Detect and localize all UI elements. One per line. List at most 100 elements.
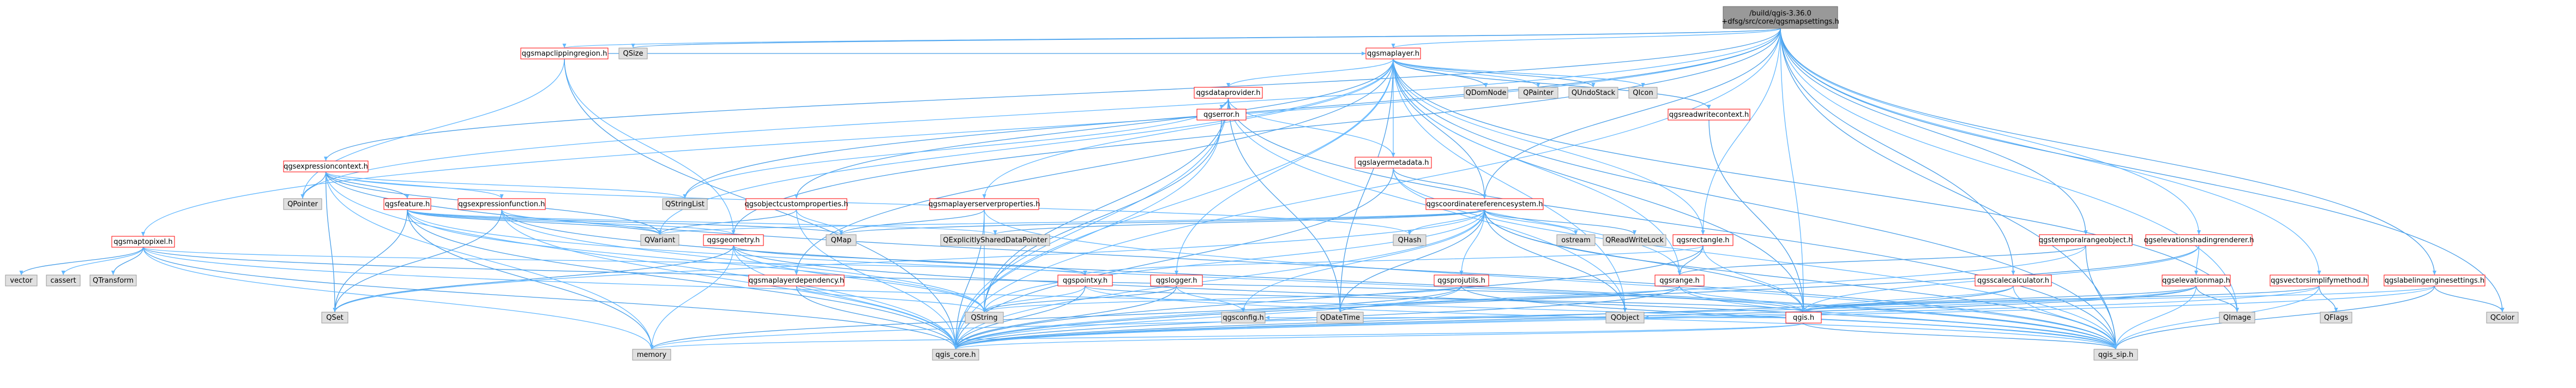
edge-qgsexpressioncontext-to-qstringlist — [325, 171, 687, 199]
node-box-qgsconfig — [1221, 312, 1266, 324]
node-qgsrange[interactable]: qgsrange.h — [1654, 274, 1705, 286]
node-qgsmaplayerdependency[interactable]: qgsmaplayerdependency.h — [748, 274, 845, 286]
node-label-qgsscalecalculator: qgsscalecalculator.h — [1977, 277, 2049, 285]
node-qgscoordinatereferencesystem[interactable]: qgscoordinatereferencesystem.h — [1425, 198, 1544, 210]
edge-qgsexpressioncontext-to-qgis_core — [325, 171, 958, 350]
edge-qgscoordinatereferencesystem-to-ostream — [1484, 209, 1578, 235]
edge-qgs-to-qgis_sip — [1803, 323, 2118, 350]
node-qgsreadwritecontext[interactable]: qgsreadwritecontext.h — [1668, 109, 1750, 121]
node-qgis_sip: qgis_sip.h — [2093, 349, 2138, 361]
node-qgsexpressionfunction[interactable]: qgsexpressionfunction.h — [458, 198, 546, 210]
node-qgslogger[interactable]: qgslogger.h — [1150, 274, 1203, 286]
edge-qgsrange-to-qgis_sip — [1679, 285, 2118, 350]
edge-qgscoordinatereferencesystem-to-qexplicitlyshareddatapointer — [993, 209, 1485, 235]
edge-qgsfeature-to-qgis_sip — [407, 209, 2118, 350]
node-root[interactable]: /build/qgis-3.36.0+dfsg/src/core/qgsmaps… — [1722, 6, 1839, 29]
node-box-memory — [632, 349, 671, 361]
node-label-qgsrectangle: qgsrectangle.h — [1676, 236, 1729, 244]
edge-qgsscalecalculator-to-qgs — [1801, 285, 2014, 313]
node-qgsvectorsimplifymethod[interactable]: qgsvectorsimplifymethod.h — [2270, 274, 2369, 286]
edge-qgslabelingenginesettings-to-qgs — [1802, 285, 2435, 313]
node-qmap: QMap — [826, 234, 857, 246]
node-qgsprojutils[interactable]: qgsprojutils.h — [1434, 274, 1489, 286]
edge-qgsexpressionfunction-to-qgis_sip — [501, 209, 2118, 350]
node-qgselevationmap[interactable]: qgselevationmap.h — [2162, 274, 2231, 286]
edge-qgsmaplayer-to-qimage — [1393, 58, 2240, 313]
node-qgsmapclippingregion[interactable]: qgsmapclippingregion.h — [520, 47, 609, 59]
node-box-qgsvectorsimplifymethod — [2270, 274, 2369, 286]
edge-qgserror-to-qstring — [982, 120, 1222, 313]
node-qgspointxy[interactable]: qgspointxy.h — [1057, 274, 1113, 286]
edge-qgsprojutils-to-memory — [649, 285, 1462, 350]
node-qgstemporalrangeobject[interactable]: qgstemporalrangeobject.h — [2039, 234, 2133, 246]
node-qgsmaptopixel[interactable]: qgsmaptopixel.h — [111, 236, 175, 248]
node-label-root-1: +dfsg/src/core/qgsmapsettings.h — [1722, 18, 1839, 26]
node-qgselevationshadingrenderer[interactable]: qgselevationshadingrenderer.h — [2144, 234, 2254, 246]
node-qgslayermetadata[interactable]: qgslayermetadata.h — [1355, 157, 1432, 169]
edge-qgserror-to-qgis_core — [953, 120, 1222, 350]
node-qgsmaplayer[interactable]: qgsmaplayer.h — [1365, 47, 1421, 59]
edge-root-to-qgsgeometry — [731, 28, 1781, 235]
node-qgserror[interactable]: qgserror.h — [1196, 109, 1247, 121]
node-label-qgselevationshadingrenderer: qgselevationshadingrenderer.h — [2144, 236, 2254, 244]
edge-qgsexpressionfunction-to-qgis_core — [501, 209, 958, 350]
node-qgsgeometry[interactable]: qgsgeometry.h — [703, 234, 764, 246]
node-qgsscalecalculator[interactable]: qgsscalecalculator.h — [1975, 274, 2052, 286]
node-qgslabelingenginesettings[interactable]: qgslabelingenginesettings.h — [2384, 274, 2485, 286]
node-box-qgsreadwritecontext — [1668, 109, 1750, 121]
edge-qgselevationmap-to-qgis_sip — [2114, 285, 2197, 350]
edge-qgsrectangle-to-qgis_core — [953, 245, 1704, 350]
node-qobject: QObject — [1605, 312, 1645, 324]
node-box-qgs — [1785, 312, 1822, 324]
node-qgsrectangle[interactable]: qgsrectangle.h — [1672, 234, 1734, 246]
node-label-qsize: QSize — [623, 50, 643, 58]
node-qstring: QString — [965, 312, 1004, 324]
node-label-qgsreadwritecontext: qgsreadwritecontext.h — [1669, 111, 1749, 119]
edge-qgsmaplayer-to-qgsmaplayerserverproperties — [982, 58, 1394, 199]
node-box-qgslogger — [1150, 274, 1203, 286]
edge-qgsexpressioncontext-to-qpointer — [300, 171, 327, 199]
edge-qgsscalecalculator-to-qgis_sip — [2013, 285, 2118, 350]
node-qreadwritelock: QReadWriteLock — [1603, 234, 1666, 246]
edge-qgsmaplayerserverproperties-to-qmap — [839, 209, 985, 235]
edge-qgscoordinatereferencesystem-to-qmap — [839, 209, 1485, 235]
edge-qgslabelingenginesettings-to-qcolor — [2434, 285, 2505, 313]
node-qicon: QIcon — [1628, 87, 1658, 99]
edge-qgsrange-to-qgs — [1679, 285, 1806, 313]
edge-qgsgeometry-to-qgspointxy — [733, 245, 1087, 276]
node-qflags: QFlags — [2320, 312, 2352, 324]
edge-qgsmaplayer-to-qgscoordinatereferencesystem — [1393, 58, 1487, 199]
node-label-qflags: QFlags — [2324, 314, 2349, 322]
node-box-qtransform — [89, 274, 137, 286]
node-label-qmap: QMap — [831, 236, 852, 244]
node-label-qgslabelingenginesettings: qgslabelingenginesettings.h — [2385, 277, 2484, 285]
node-label-qstringlist: QStringList — [665, 200, 705, 208]
node-qgs[interactable]: qgis.h — [1785, 312, 1822, 324]
node-box-qflags — [2320, 312, 2352, 324]
node-label-qset: QSet — [326, 314, 344, 322]
edge-root-to-qpointer — [300, 28, 1781, 199]
node-box-qgscoordinatereferencesystem — [1425, 198, 1544, 210]
node-qgsobjectcustomproperties[interactable]: qgsobjectcustomproperties.h — [745, 198, 848, 210]
edge-qgsmaplayer-to-qgsobjectcustomproperties — [794, 58, 1394, 199]
node-label-qgsmaplayer: qgsmaplayer.h — [1367, 50, 1419, 58]
edge-qgsmaplayerdependency-to-qstring — [796, 285, 986, 313]
edge-qgsscalecalculator-to-qgis_core — [954, 285, 2014, 350]
node-qgsdataprovider[interactable]: qgsdataprovider.h — [1194, 87, 1263, 99]
node-label-qgsrange: qgsrange.h — [1659, 277, 1699, 285]
node-label-qgsdataprovider: qgsdataprovider.h — [1196, 89, 1261, 97]
node-label-qgsmaplayerserverproperties: qgsmaplayerserverproperties.h — [929, 200, 1040, 208]
edge-qgsobjectcustomproperties-to-qvariant — [658, 209, 797, 235]
node-qgsfeature[interactable]: qgsfeature.h — [383, 198, 431, 210]
node-qimage: QImage — [2219, 312, 2255, 324]
node-label-qgsmapclippingregion: qgsmapclippingregion.h — [522, 50, 607, 58]
node-qdatetime: QDateTime — [1316, 312, 1364, 324]
node-qgsexpressioncontext[interactable]: qgsexpressioncontext.h — [283, 160, 369, 172]
node-box-vector — [5, 274, 38, 286]
node-qgsmaplayerserverproperties[interactable]: qgsmaplayerserverproperties.h — [929, 198, 1040, 210]
node-box-qexplicitlyshareddatapointer — [940, 234, 1050, 246]
node-label-qstring: QString — [971, 314, 997, 322]
node-box-qgsmaplayer — [1365, 47, 1421, 59]
edge-qgsexpressionfunction-to-qvariant — [501, 209, 662, 235]
node-label-qgis_core: qgis_core.h — [936, 351, 976, 359]
